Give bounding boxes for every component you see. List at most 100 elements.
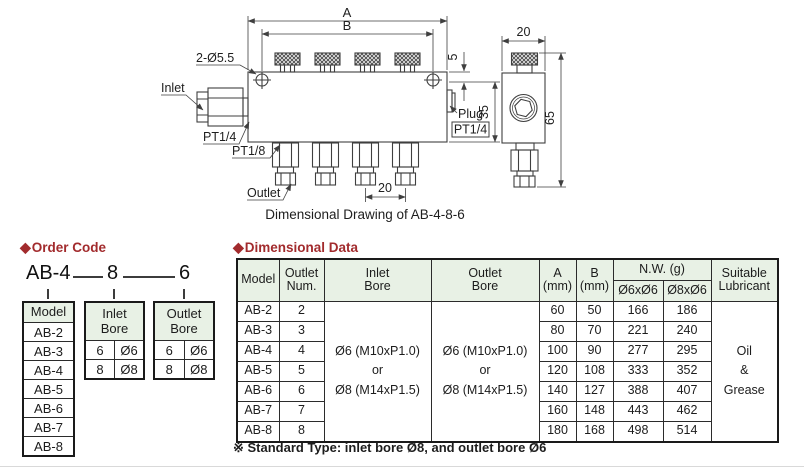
order-code-title: ◆Order Code — [20, 239, 106, 256]
cell-outlet-num: 2 — [278, 300, 325, 322]
order-code-title-text: Order Code — [31, 240, 107, 255]
cell-a: 140 — [538, 380, 577, 402]
cell-outlet-num: 6 — [278, 380, 325, 402]
cell-nw6: 277 — [612, 340, 664, 362]
code-inlet: 8 — [107, 262, 119, 284]
inlet-label: Inlet — [161, 81, 185, 95]
model-option: AB-3 — [22, 341, 75, 361]
cell-nw6: 221 — [612, 320, 664, 342]
dim-35-label: 35 — [477, 105, 491, 119]
table-row: AB-5 5 120 108 333 352 — [236, 360, 778, 382]
outlet-bore-value: Ø6 — [183, 340, 215, 360]
outlet-bore-value: Ø8 — [183, 359, 215, 380]
model-option: AB-5 — [22, 379, 75, 399]
cell-a: 120 — [538, 360, 577, 382]
cell-outlet-num: 7 — [278, 400, 325, 422]
mounting-hole-left — [253, 72, 271, 89]
cell-nw8: 240 — [662, 320, 712, 342]
cell-lubricant: Oil&Grease — [710, 300, 779, 442]
col-header-b: B(mm) — [575, 258, 614, 302]
inlet-bore-value: Ø8 — [114, 359, 145, 380]
table-row: AB-6 6 140 127 388 407 — [236, 380, 778, 402]
manifold-body — [247, 71, 448, 143]
cell-outlet-num: 8 — [278, 420, 325, 442]
inlet-bore-value: Ø6 — [114, 340, 145, 360]
cell-b: 70 — [575, 320, 614, 342]
dimensional-data-title: ◆Dimensional Data — [233, 239, 358, 256]
code-connector-2 — [123, 276, 175, 278]
col-header-a: A(mm) — [538, 258, 577, 302]
mounting-hole-right — [424, 72, 442, 89]
table-row: AB-3 3 80 70 221 240 — [236, 320, 778, 342]
outlet-bore-code: 8 — [153, 359, 185, 380]
cell-model: AB-6 — [236, 380, 280, 402]
outlet-fittings — [271, 142, 420, 186]
cell-a: 180 — [538, 420, 577, 442]
side-height-label: 65 — [543, 111, 557, 125]
col-header-nw6: Ø6xØ6 — [612, 279, 664, 302]
cell-b: 127 — [575, 380, 614, 402]
code-tick-inlet — [113, 289, 115, 299]
standard-type-footnote: ※ Standard Type: inlet bore Ø8, and outl… — [233, 440, 547, 455]
table-row: AB-4 4 100 90 277 295 — [236, 340, 778, 362]
plug-fitting — [446, 89, 456, 113]
cell-model: AB-8 — [236, 420, 280, 442]
holes-label: 2-Ø5.5 — [196, 51, 234, 65]
col-header-model: Model — [236, 258, 280, 302]
pitch-20-label: 20 — [378, 181, 392, 195]
diamond-icon: ◆ — [20, 239, 31, 255]
cell-b: 108 — [575, 360, 614, 382]
model-option: AB-8 — [22, 436, 75, 457]
cell-nw6: 388 — [612, 380, 664, 402]
side-width-label: 20 — [517, 25, 531, 39]
col-header-nw8: Ø8xØ6 — [662, 279, 712, 302]
side-view — [501, 52, 546, 188]
dim-5-label: 5 — [446, 53, 460, 60]
cell-b: 148 — [575, 400, 614, 422]
model-option: AB-7 — [22, 417, 75, 437]
inlet-thread-label: PT1/4 — [203, 130, 236, 144]
cell-nw6: 333 — [612, 360, 664, 382]
outlet-bore-code: 6 — [153, 340, 185, 360]
dimensional-drawing: A B 2-Ø5.5 5 35 Inlet PT1/4 PT1/8 Outlet… — [161, 5, 566, 222]
cell-b: 168 — [575, 420, 614, 442]
outlet-label: Outlet — [247, 186, 281, 200]
cell-model: AB-7 — [236, 400, 280, 422]
cell-nw8: 352 — [662, 360, 712, 382]
table-row: AB-7 7 160 148 443 462 — [236, 400, 778, 422]
model-option: AB-4 — [22, 360, 75, 380]
model-option: AB-2 — [22, 322, 75, 342]
cell-a: 100 — [538, 340, 577, 362]
cell-model: AB-5 — [236, 360, 280, 382]
plug-label: Plug — [458, 107, 483, 121]
side-bottom-fitting — [510, 142, 539, 188]
cell-b: 90 — [575, 340, 614, 362]
table-row: AB-8 8 180 168 498 514 — [236, 420, 778, 442]
cell-nw8: 514 — [662, 420, 712, 442]
code-outlet: 6 — [179, 262, 191, 284]
cell-a: 60 — [538, 300, 577, 322]
cell-a: 160 — [538, 400, 577, 422]
cell-nw6: 498 — [612, 420, 664, 442]
dim-a-label: A — [343, 5, 352, 20]
dimensional-data-title-text: Dimensional Data — [244, 240, 359, 255]
cell-outlet-num: 5 — [278, 360, 325, 382]
model-table: Model AB-2 AB-3 AB-4 AB-5 AB-6 AB-7 AB-8 — [22, 301, 75, 457]
side-dimensions — [501, 36, 566, 188]
cell-nw6: 443 — [612, 400, 664, 422]
diamond-icon: ◆ — [233, 239, 244, 255]
dim-b-label: B — [343, 18, 352, 33]
cell-model: AB-3 — [236, 320, 280, 342]
cell-nw8: 295 — [662, 340, 712, 362]
